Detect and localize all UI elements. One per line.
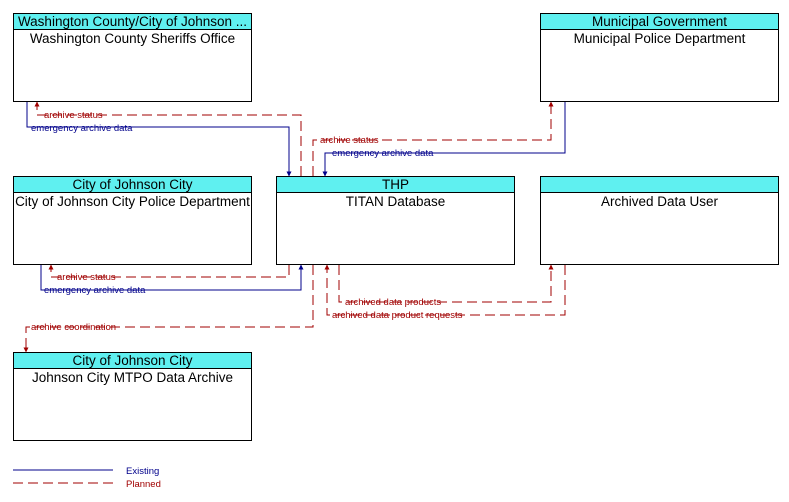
node-johnson-city-mtpo-data-archive: City of Johnson City Johnson City MTPO D… <box>13 352 252 441</box>
flow-line-products <box>338 264 554 303</box>
node-title: City of Johnson City Police Department <box>15 194 250 209</box>
legend-existing-label: Existing <box>126 466 159 477</box>
node-owner: Municipal Government <box>541 14 778 30</box>
flow-label-muni-status: archive status <box>320 135 379 146</box>
flow-label-muni-emergency: emergency archive data <box>332 148 434 159</box>
flow-label-wash-status: archive status <box>44 110 103 121</box>
flow-line-jc-status <box>48 264 290 278</box>
node-owner <box>541 177 778 193</box>
node-owner: City of Johnson City <box>14 353 251 369</box>
flow-label-product-requests: archived data product requests <box>332 310 463 321</box>
node-title: Washington County Sheriffs Office <box>29 31 236 46</box>
flow-line-wash-status <box>34 101 302 176</box>
flow-line-jc-emergency <box>40 264 304 291</box>
node-owner: City of Johnson City <box>14 177 251 193</box>
flow-label-wash-emergency: emergency archive data <box>31 123 133 134</box>
flow-label-products: archived data products <box>345 297 441 308</box>
legend-planned-label: Planned <box>126 479 161 490</box>
flow-line-muni-emergency <box>322 102 566 177</box>
node-johnson-city-police-department: City of Johnson City City of Johnson Cit… <box>13 176 252 265</box>
node-owner: THP <box>277 177 514 193</box>
node-title: Johnson City MTPO Data Archive <box>31 370 234 385</box>
node-title: Municipal Police Department <box>573 31 746 46</box>
flow-label-jc-emergency: emergency archive data <box>44 285 146 296</box>
flow-line-muni-status <box>312 101 554 176</box>
node-archived-data-user: Archived Data User <box>540 176 779 265</box>
node-titan-database: THP TITAN Database <box>276 176 515 265</box>
node-title: Archived Data User <box>600 194 719 209</box>
node-washington-county-sheriffs-office: Washington County/City of Johnson ... Wa… <box>13 13 252 102</box>
node-owner: Washington County/City of Johnson ... <box>14 14 251 30</box>
node-municipal-police-department: Municipal Government Municipal Police De… <box>540 13 779 102</box>
flow-line-product-requests <box>324 264 566 316</box>
flow-line-coordination <box>23 265 314 353</box>
flow-label-jc-status: archive status <box>57 272 116 283</box>
flow-label-coordination: archive coordination <box>31 322 116 333</box>
flow-line-wash-emergency <box>26 102 292 177</box>
node-title: TITAN Database <box>345 194 446 209</box>
